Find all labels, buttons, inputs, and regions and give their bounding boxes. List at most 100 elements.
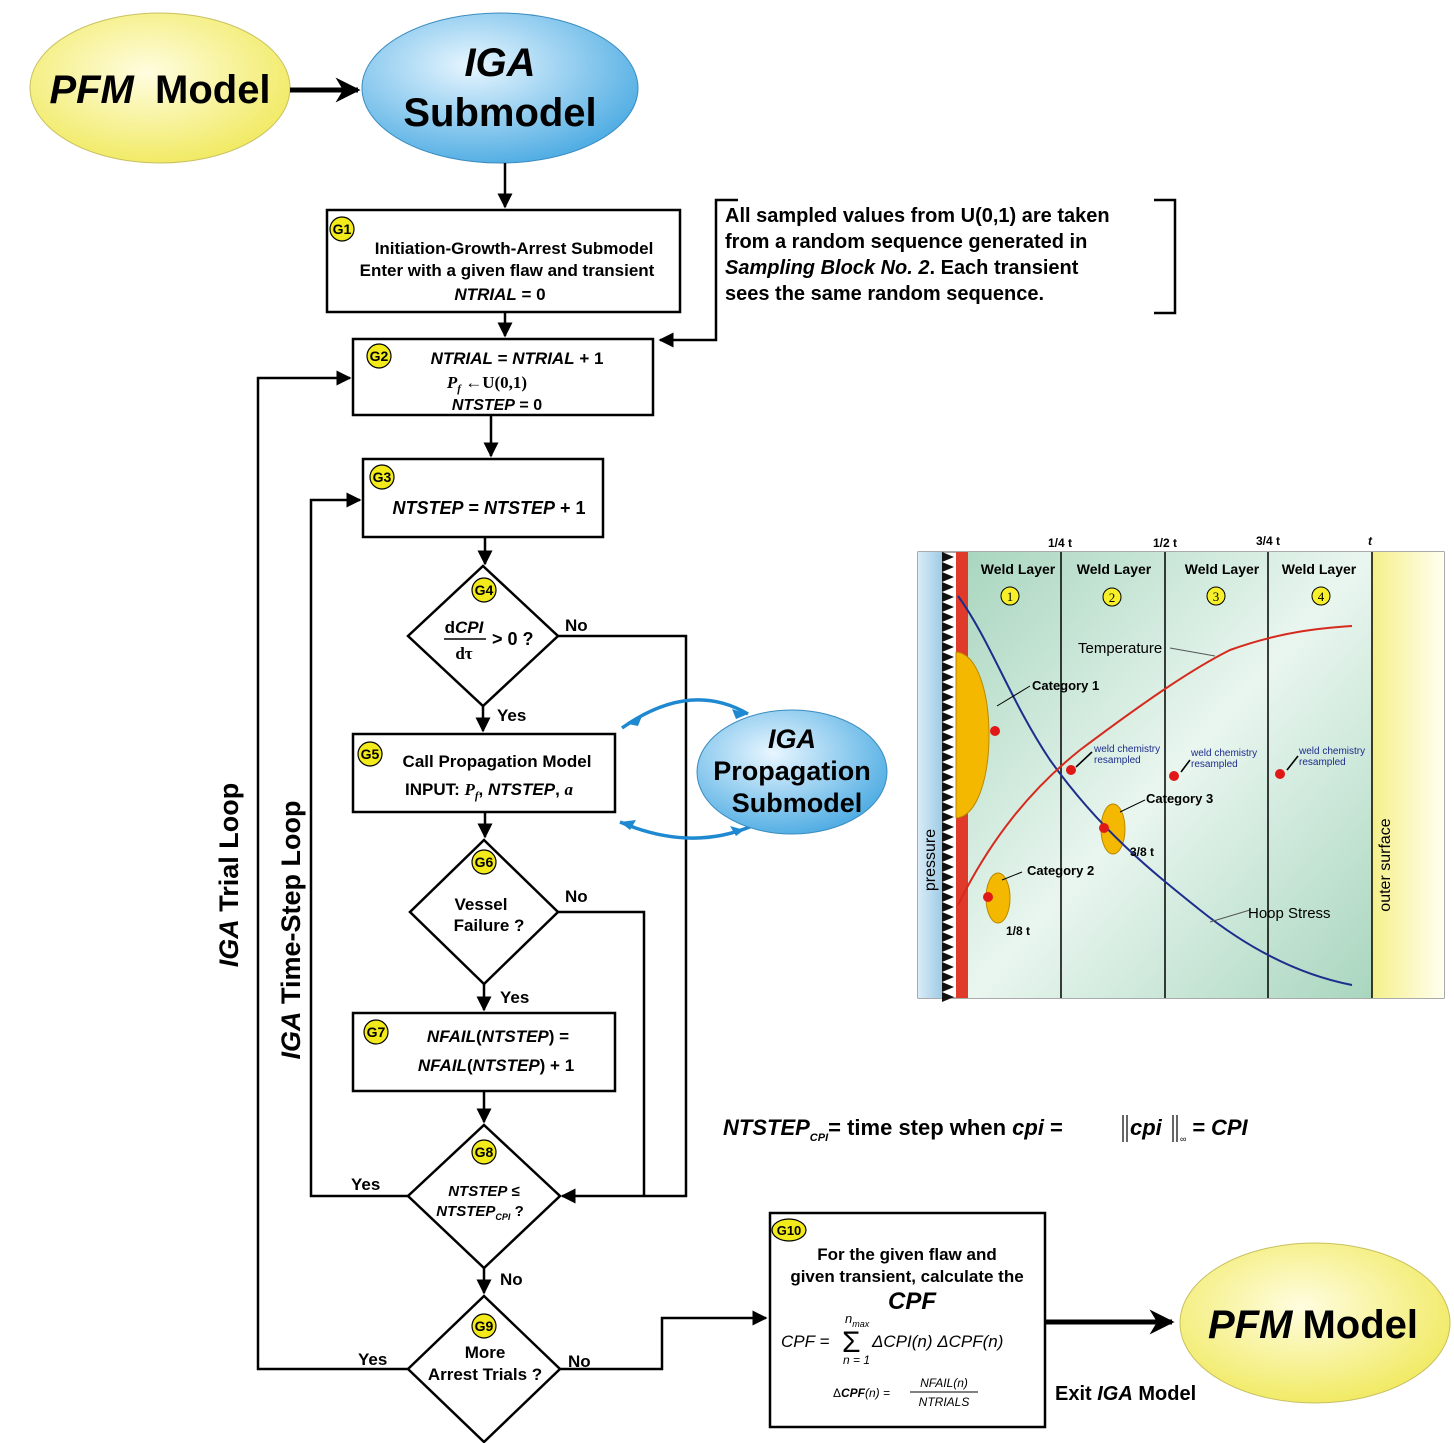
svg-text:G5: G5 bbox=[361, 746, 380, 762]
g8-decision: G8 NTSTEP ≤ NTSTEPCPI ? bbox=[406, 1123, 562, 1270]
prop-line1: IGA bbox=[768, 724, 816, 754]
pressure-arrow-tick bbox=[942, 852, 954, 862]
g8-no-label: No bbox=[500, 1270, 523, 1289]
iga-subtitle: Submodel bbox=[403, 91, 596, 135]
g5-line1: Call Propagation Model bbox=[403, 752, 592, 771]
g7-box: G7 NFAIL(NTSTEP) = NFAIL(NTSTEP) + 1 bbox=[351, 1011, 617, 1093]
svg-text:NFAIL(n): NFAIL(n) bbox=[920, 1376, 968, 1390]
g2-badge bbox=[366, 343, 392, 369]
g1-box: G1 Initiation-Growth-Arrest Submodel Ent… bbox=[325, 208, 682, 314]
g6-line1: Vessel bbox=[455, 895, 508, 914]
g8-badge bbox=[471, 1139, 497, 1165]
g5-badge bbox=[357, 741, 383, 767]
g10-line1: For the given flaw and bbox=[817, 1245, 996, 1264]
trial-loop-path bbox=[256, 370, 408, 1371]
pressure-arrow-tick bbox=[942, 622, 954, 632]
pressure-arrow-tick bbox=[942, 932, 954, 942]
g4-yes-label: Yes bbox=[497, 706, 526, 725]
svg-text:NFAIL(NTSTEP) =: NFAIL(NTSTEP) = bbox=[427, 1027, 569, 1046]
pressure-arrow-tick bbox=[942, 842, 954, 852]
pressure-arrow-tick bbox=[942, 802, 954, 812]
resample-1-line2: resampled bbox=[1094, 755, 1141, 766]
pressure-arrow-tick bbox=[942, 602, 954, 612]
svg-text:G10: G10 bbox=[777, 1223, 802, 1238]
pressure-arrow-tick bbox=[942, 832, 954, 842]
resample-point-1 bbox=[1066, 765, 1076, 775]
g2-box: G2 NTRIAL = NTRIAL + 1 Pf ←U(0,1) NTSTEP… bbox=[351, 337, 655, 417]
pressure-arrow-tick bbox=[942, 882, 954, 892]
resample-2-line1: weld chemistry bbox=[1190, 748, 1257, 759]
pressure-arrow-tick bbox=[942, 732, 954, 742]
pressure-arrows bbox=[942, 552, 954, 1002]
g10-box: G10 For the given flaw and given transie… bbox=[768, 1211, 1047, 1429]
iga-submodel-ellipse: IGA Submodel bbox=[361, 12, 639, 164]
svg-text:PFM Model: PFM Model bbox=[49, 68, 270, 112]
pressure-arrow-tick bbox=[942, 552, 954, 562]
cat2-point bbox=[983, 892, 993, 902]
g9-yes-label: Yes bbox=[358, 1350, 387, 1369]
resample-3-line1: weld chemistry bbox=[1298, 746, 1365, 757]
svg-text:cpi: cpi bbox=[1130, 1115, 1163, 1140]
time-step-loop-label: IGA Time-Step Loop bbox=[276, 800, 306, 1059]
svg-text:NTSTEPCPI ?: NTSTEPCPI ? bbox=[436, 1203, 524, 1222]
tick-3-4: 3/4 t bbox=[1256, 534, 1280, 548]
svg-text:∞: ∞ bbox=[1180, 1134, 1186, 1144]
g1-line1: Initiation-Growth-Arrest Submodel bbox=[375, 239, 654, 258]
g1-var: NTRIAL bbox=[454, 285, 516, 304]
pressure-arrow-tick bbox=[942, 862, 954, 872]
resample-3-line2: resampled bbox=[1299, 757, 1346, 768]
pressure-arrow-tick bbox=[942, 652, 954, 662]
category-3-label: Category 3 bbox=[1146, 791, 1213, 806]
pressure-arrow-tick bbox=[942, 982, 954, 992]
svg-text:CPF =: CPF = bbox=[781, 1332, 830, 1351]
g4-no-label: No bbox=[565, 616, 588, 635]
svg-text:Sampling Block No. 2. Each tra: Sampling Block No. 2. Each transient bbox=[725, 257, 1079, 279]
cat1-point bbox=[990, 726, 1000, 736]
svg-text:NTRIAL = NTRIAL + 1: NTRIAL = NTRIAL + 1 bbox=[431, 349, 604, 368]
pressure-arrow-tick bbox=[942, 972, 954, 982]
pressure-arrow-tick bbox=[942, 662, 954, 672]
pressure-arrow-tick bbox=[942, 952, 954, 962]
tick-t: t bbox=[1368, 534, 1373, 548]
category-2-label: Category 2 bbox=[1027, 863, 1094, 878]
layer-num-2: 2 bbox=[1109, 590, 1116, 605]
g4-no-path bbox=[558, 634, 688, 1204]
g6-yes-label: Yes bbox=[500, 988, 529, 1007]
svg-text:NTRIALS: NTRIALS bbox=[919, 1395, 970, 1409]
pressure-arrow-tick bbox=[942, 922, 954, 932]
hoop-stress-label: Hoop Stress bbox=[1248, 905, 1331, 922]
pressure-arrow-tick bbox=[942, 962, 954, 972]
weld-layer-label-2: Weld Layer bbox=[1077, 561, 1152, 577]
depth-3-8-label: 3/8 t bbox=[1130, 845, 1154, 859]
svg-text:NTSTEPCPI= time step when cpi: NTSTEPCPI= time step when cpi = bbox=[723, 1115, 1063, 1144]
g6-no-path bbox=[558, 910, 646, 1196]
pressure-arrow-tick bbox=[942, 942, 954, 952]
outer-surface-zone bbox=[1372, 552, 1444, 998]
iga-title: IGA bbox=[464, 41, 535, 85]
g9-line2: Arrest Trials ? bbox=[428, 1365, 542, 1384]
vessel-wall-diagram: 1/4 t 1/2 t 3/4 t t Weld Layer Weld Laye… bbox=[917, 534, 1445, 1002]
note-line1: All sampled values from U(0,1) are taken bbox=[725, 205, 1110, 227]
svg-text:G9: G9 bbox=[475, 1318, 494, 1334]
g3-box: G3 NTSTEP = NTSTEP + 1 bbox=[361, 457, 605, 539]
pressure-zone bbox=[918, 552, 942, 998]
g4-badge bbox=[471, 577, 497, 603]
resample-2-line2: resampled bbox=[1191, 759, 1238, 770]
layer-num-4: 4 bbox=[1318, 589, 1325, 604]
pressure-arrow-tick bbox=[942, 742, 954, 752]
prop-line3: Submodel bbox=[732, 788, 863, 818]
cat3-point bbox=[1099, 823, 1109, 833]
g10-cpf: CPF bbox=[888, 1288, 937, 1315]
pressure-arrow-tick bbox=[942, 632, 954, 642]
weld-layer-label-3: Weld Layer bbox=[1185, 561, 1260, 577]
layer-num-3: 3 bbox=[1213, 589, 1220, 604]
exit-label: Exit IGA Model bbox=[1055, 1383, 1196, 1405]
g10-eq-rhs: ΔCPI(n) ΔCPF(n) bbox=[871, 1332, 1003, 1351]
note-italic: Sampling Block No. 2 bbox=[725, 257, 929, 279]
pressure-arrow-tick bbox=[942, 782, 954, 792]
g7-badge bbox=[363, 1019, 389, 1045]
category-1-label: Category 1 bbox=[1032, 678, 1099, 693]
iga-propagation-ellipse: IGA Propagation Submodel bbox=[696, 709, 888, 835]
